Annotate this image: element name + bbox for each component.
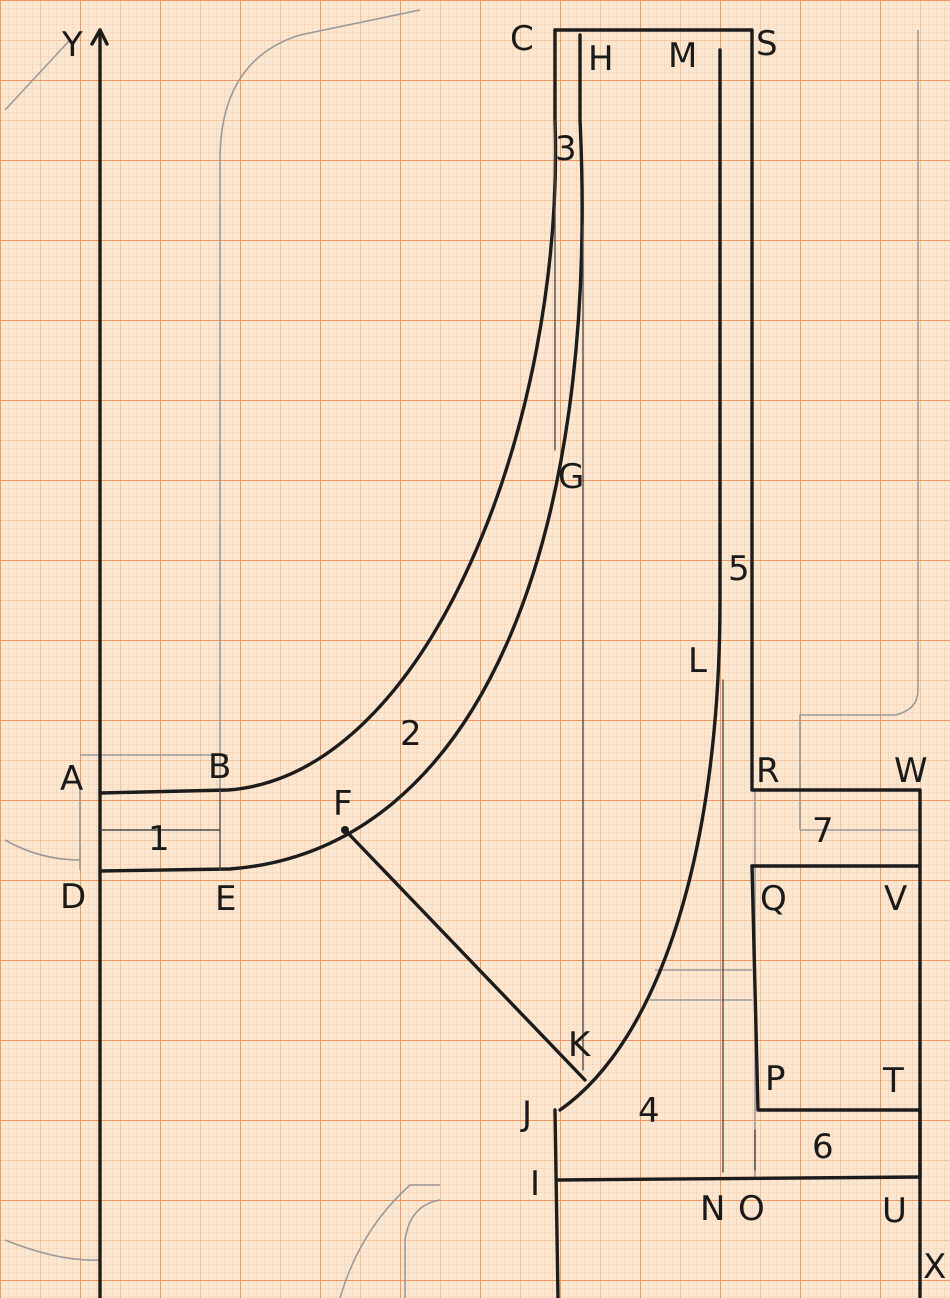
- point-f-dot: [341, 826, 349, 834]
- region-label-6: 6: [812, 1127, 834, 1167]
- region-label-1: 1: [148, 819, 170, 859]
- point-label-g: G: [558, 457, 584, 497]
- point-label-b: B: [208, 747, 231, 787]
- region-label-2: 2: [400, 714, 422, 754]
- line-q-p-t: [750, 864, 922, 1112]
- right-outline: [553, 28, 922, 1298]
- point-label-j: J: [520, 1094, 532, 1134]
- region-label-5: 5: [728, 549, 750, 589]
- point-label-q: Q: [760, 879, 787, 919]
- point-label-h: H: [588, 39, 614, 79]
- point-label-p: P: [765, 1059, 786, 1099]
- axis-label-x: X: [923, 1247, 946, 1287]
- thin-guide-lines: [99, 119, 756, 1173]
- region-label-3: 3: [555, 129, 577, 169]
- point-label-w: W: [894, 751, 928, 791]
- point-label-m: M: [668, 36, 697, 76]
- point-label-o: O: [738, 1189, 765, 1229]
- point-label-i: I: [530, 1164, 540, 1204]
- upper-curve-abc: [98, 28, 558, 795]
- point-label-n: N: [700, 1189, 725, 1229]
- point-label-e: E: [215, 879, 236, 919]
- point-label-t: T: [882, 1061, 904, 1101]
- point-label-l: L: [688, 641, 707, 681]
- point-label-a: A: [60, 759, 83, 799]
- line-j-i: [553, 1108, 560, 1298]
- inner-curve-def: [98, 33, 584, 873]
- region-label-7: 7: [812, 811, 834, 851]
- point-label-k: K: [568, 1025, 592, 1065]
- curve-l-k-j: [558, 48, 722, 1112]
- point-label-v: V: [884, 879, 907, 919]
- y-axis-arrow: [90, 28, 109, 46]
- point-label-r: R: [756, 751, 780, 791]
- pencil-construction-lines: [4, 9, 919, 1298]
- point-label-u: U: [882, 1191, 907, 1231]
- point-label-d: D: [60, 877, 86, 917]
- point-label-s: S: [756, 24, 778, 64]
- region-label-4: 4: [638, 1091, 660, 1131]
- point-label-f: F: [333, 784, 353, 824]
- axis-label-y: Y: [61, 25, 83, 65]
- region-numbers: 1 2 3 4 5 6 7: [148, 129, 834, 1167]
- line-f-k: [343, 828, 587, 1082]
- point-label-c: C: [510, 19, 534, 59]
- pattern-outline: [90, 28, 922, 1298]
- point-labels: A B C D E F G H I J K L M N O P Q R S T …: [60, 19, 928, 1231]
- line-i-u: [556, 1175, 922, 1182]
